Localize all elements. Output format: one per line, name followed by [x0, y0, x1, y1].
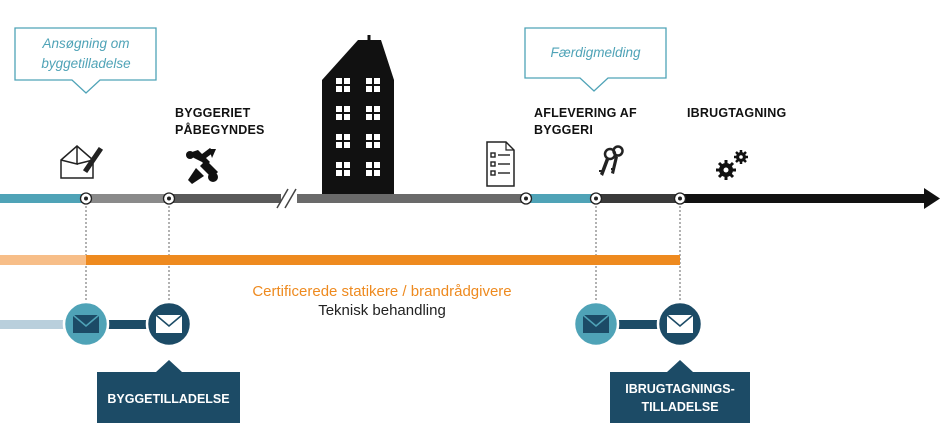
- phase-handover-line-2: BYGGERI: [534, 123, 594, 137]
- orange-track: [86, 255, 680, 265]
- usage-permit-label: IBRUGTAGNINGS- TILLADELSE: [610, 380, 750, 416]
- envelope-icon: [666, 314, 694, 333]
- application-mail-circle: [62, 300, 110, 348]
- phase-construction-start-line-2: PÅBEGYNDES: [175, 123, 265, 137]
- hammer-wrench-icon: [186, 148, 218, 184]
- certified-advisors-label: Certificerede statikere / brandrådgivere: [252, 283, 512, 300]
- envelope-icon: [582, 314, 610, 333]
- permit-track-left: [86, 320, 169, 329]
- phase-construction-start-line-1: BYGGERIET: [175, 106, 251, 120]
- building-permit-box: [97, 360, 240, 423]
- timeline-break-mark: [276, 188, 297, 209]
- house-sketch-icon: [60, 145, 104, 179]
- phase-construction-start: BYGGERIET PÅBEGYNDES: [175, 105, 265, 139]
- application-callout: [14, 27, 157, 94]
- envelope-icon: [72, 314, 100, 333]
- permit-mail-circle: [145, 300, 193, 348]
- checklist-document-icon: [486, 141, 515, 187]
- completion-callout: [524, 27, 667, 92]
- phase-commissioning-line-1: IBRUGTAGNING: [687, 106, 787, 120]
- apartment-building-icon: [322, 35, 394, 194]
- usage-permit-label-line-2: TILLADELSE: [641, 400, 719, 414]
- gears-icon: [716, 150, 748, 180]
- phase-handover: AFLEVERING AF BYGGERI: [534, 105, 637, 139]
- usage-permit-label-line-1: IBRUGTAGNINGS-: [625, 382, 735, 396]
- main-timeline: [0, 188, 940, 209]
- phase-handover-line-1: AFLEVERING AF: [534, 106, 637, 120]
- permit-track-left-faded: [0, 320, 70, 329]
- usage-permit-mail-circle: [656, 300, 704, 348]
- completion-callout-text: Færdigmelding: [550, 45, 641, 60]
- usage-permit-box: [610, 360, 750, 423]
- completion-mail-circle: [572, 300, 620, 348]
- orange-track-start: [0, 255, 86, 265]
- building-permit-label: BYGGETILLADELSE: [107, 392, 230, 406]
- application-callout-text: Ansøgning om byggetilladelse: [41, 36, 131, 71]
- milestone-dots: [79, 192, 687, 205]
- envelope-icon: [155, 314, 183, 333]
- permit-track-right: [596, 320, 680, 329]
- phase-commissioning: IBRUGTAGNING: [687, 105, 786, 122]
- technical-review-label: Teknisk behandling: [318, 302, 446, 319]
- keys-icon: [599, 145, 624, 176]
